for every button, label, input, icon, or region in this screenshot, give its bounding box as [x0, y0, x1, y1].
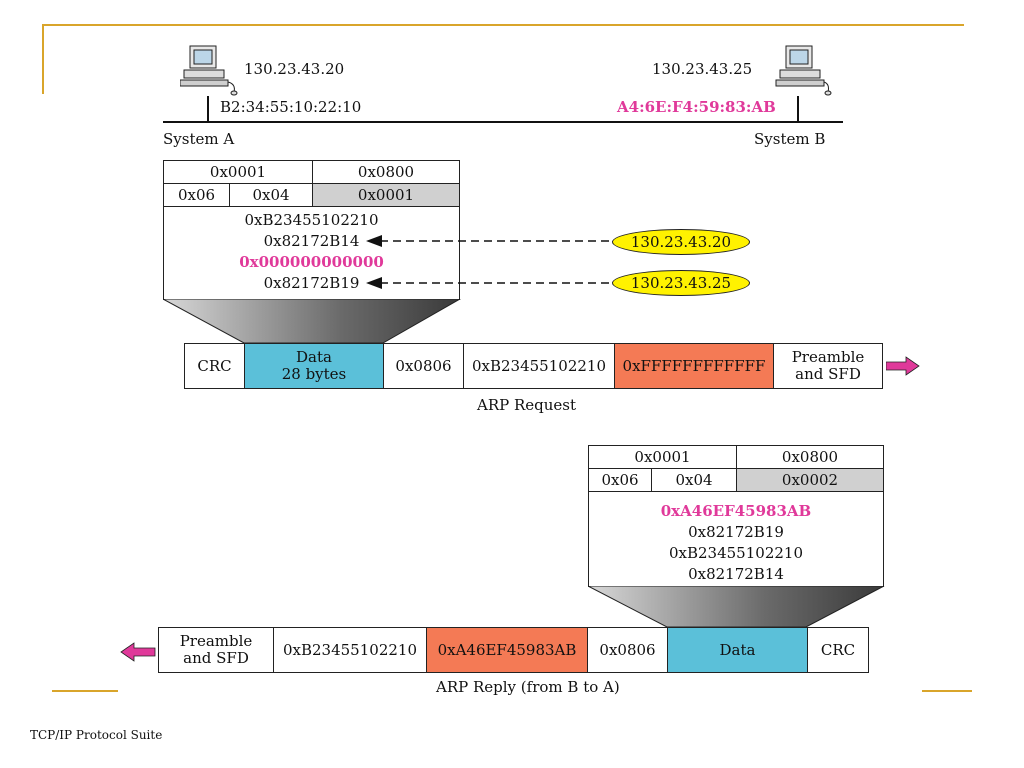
system-a-ip: 130.23.43.20 — [244, 60, 345, 78]
req-operation: 0x0001 — [312, 183, 460, 207]
system-b-label: System B — [754, 130, 826, 148]
rep-frame-caption: ARP Reply (from B to A) — [436, 678, 620, 696]
slide-bottom-rule-left — [52, 690, 118, 692]
rep-frame-crc: CRC — [807, 627, 869, 673]
req-sender-hw: 0xB23455102210 — [244, 211, 379, 229]
req-target-proto: 0x82172B19 — [263, 274, 360, 292]
req-frame-data: Data 28 bytes — [244, 343, 384, 389]
oval-sender-ip: 130.23.43.20 — [612, 229, 750, 255]
req-frame-type: 0x0806 — [383, 343, 464, 389]
req-frame-data-line2: 28 bytes — [281, 365, 347, 383]
slide-top-rule — [42, 24, 964, 26]
request-funnel — [163, 299, 462, 344]
drop-a — [207, 96, 209, 122]
req-frame-preamble-line2: and SFD — [795, 365, 861, 383]
req-frame-caption: ARP Request — [477, 396, 577, 414]
rep-frame-dst: 0xB23455102210 — [273, 627, 427, 673]
req-direction-arrow-icon — [886, 356, 920, 376]
rep-frame-preamble-line2: and SFD — [183, 649, 249, 667]
system-a-mac: B2:34:55:10:22:10 — [220, 98, 362, 116]
rep-hw-len: 0x06 — [588, 468, 652, 492]
rep-frame-type: 0x0806 — [587, 627, 668, 673]
system-b-ip: 130.23.43.25 — [652, 60, 753, 78]
req-frame-preamble: Preamble and SFD — [773, 343, 883, 389]
req-hw-len: 0x06 — [163, 183, 230, 207]
rep-sender-proto: 0x82172B19 — [688, 523, 784, 541]
rep-proto-len: 0x04 — [651, 468, 737, 492]
reply-funnel — [588, 586, 885, 628]
req-frame-data-line1: Data — [296, 348, 332, 366]
request-arrows — [366, 235, 615, 289]
system-b-mac: A4:6E:F4:59:83:AB — [617, 98, 776, 116]
req-target-hw: 0x000000000000 — [239, 253, 384, 271]
rep-frame-src: 0xA46EF45983AB — [426, 627, 588, 673]
rep-frame-preamble-line1: Preamble — [179, 632, 253, 650]
req-hw-type: 0x0001 — [163, 160, 313, 184]
footer-text: TCP/IP Protocol Suite — [30, 728, 163, 742]
computer-a-icon — [180, 45, 238, 96]
slide-left-rule — [42, 24, 44, 94]
computer-b-icon — [775, 45, 832, 96]
rep-operation: 0x0002 — [736, 468, 884, 492]
req-sender-proto: 0x82172B14 — [263, 232, 360, 250]
rep-frame-data: Data — [667, 627, 808, 673]
req-frame-src: 0xB23455102210 — [463, 343, 615, 389]
rep-target-proto: 0x82172B14 — [688, 565, 784, 583]
req-frame-crc: CRC — [184, 343, 245, 389]
rep-direction-arrow-icon — [120, 642, 156, 662]
rep-frame-preamble: Preamble and SFD — [158, 627, 274, 673]
rep-hw-type: 0x0001 — [588, 445, 737, 469]
rep-target-hw: 0xB23455102210 — [668, 544, 803, 562]
slide-bottom-rule-right — [922, 690, 972, 692]
req-proto-len: 0x04 — [229, 183, 313, 207]
oval-target-ip: 130.23.43.25 — [612, 270, 750, 296]
req-proto-type: 0x0800 — [312, 160, 460, 184]
rep-proto-type: 0x0800 — [736, 445, 884, 469]
system-a-label: System A — [163, 130, 235, 148]
drop-b — [797, 96, 799, 122]
req-frame-preamble-line1: Preamble — [791, 348, 865, 366]
lan-line — [163, 121, 843, 123]
req-frame-dst: 0xFFFFFFFFFFFF — [614, 343, 774, 389]
rep-sender-hw: 0xA46EF45983AB — [660, 502, 812, 520]
